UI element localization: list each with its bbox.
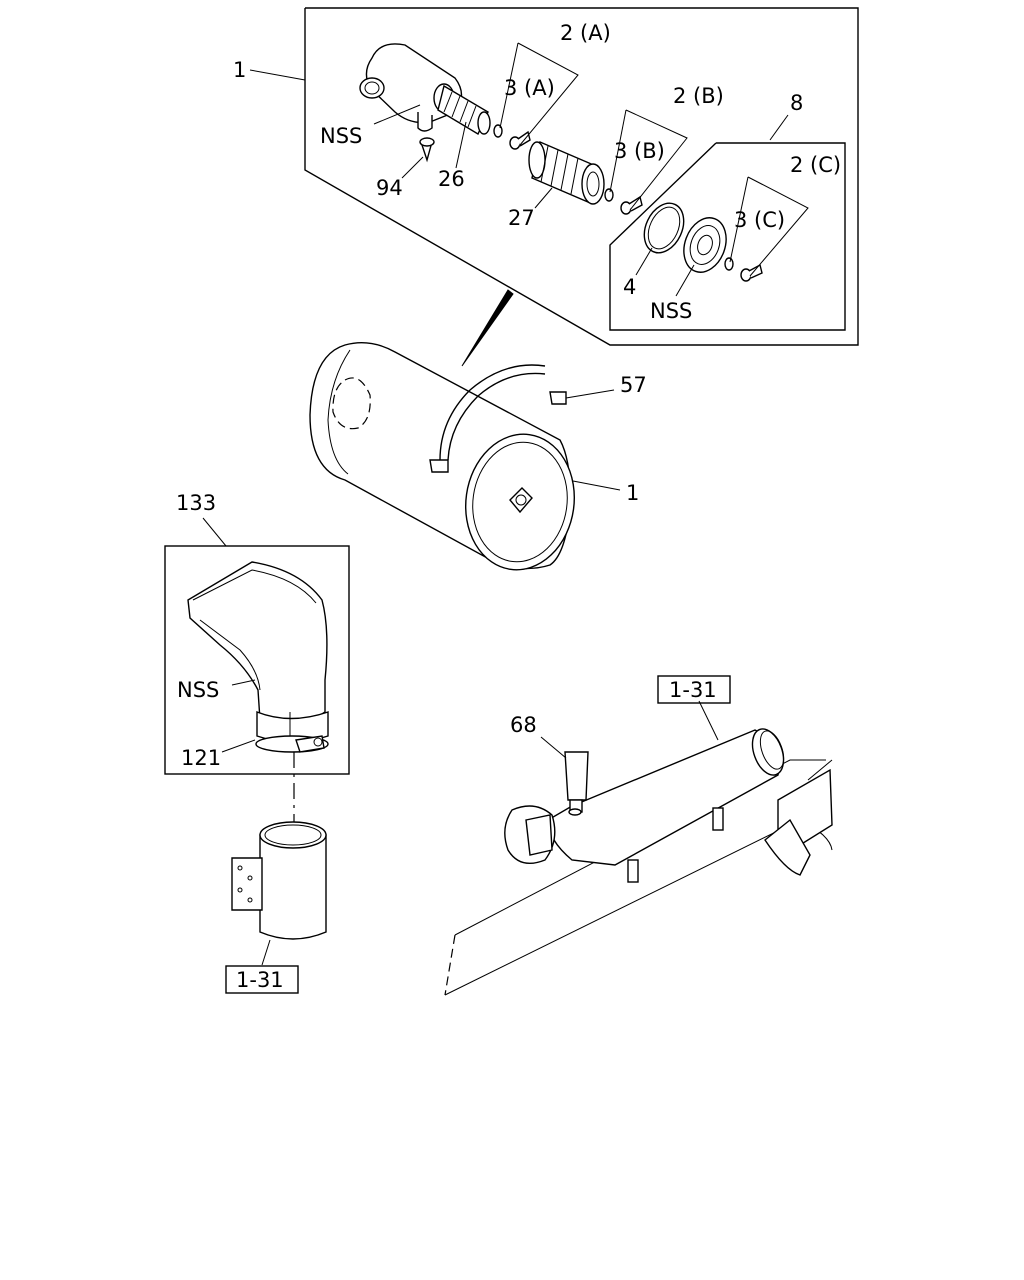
element-stem-part-26 bbox=[437, 84, 491, 136]
ref-box-1-31-right bbox=[657, 675, 731, 704]
label-part-27: 27 bbox=[508, 206, 535, 230]
label-nss-housing: NSS bbox=[320, 124, 362, 148]
label-part-3b: 3 (B) bbox=[614, 139, 665, 163]
dust-valve-part-94 bbox=[419, 137, 435, 163]
label-part-3a: 3 (A) bbox=[504, 76, 555, 100]
label-part-26: 26 bbox=[438, 167, 465, 191]
label-ref-1-31-bottom: 1-31 bbox=[236, 968, 284, 992]
detail-callout-pointer bbox=[461, 289, 514, 367]
wing-nut-2c bbox=[740, 263, 763, 282]
label-part-133: 133 bbox=[176, 491, 216, 515]
label-nss-elbow: NSS bbox=[177, 678, 219, 702]
label-part-57: 57 bbox=[620, 373, 647, 397]
label-part-8: 8 bbox=[790, 91, 803, 115]
label-nss-cover: NSS bbox=[650, 299, 692, 323]
label-part-68: 68 bbox=[510, 713, 537, 737]
label-part-1-top: 1 bbox=[233, 58, 246, 82]
label-ref-1-31-right: 1-31 bbox=[669, 678, 717, 702]
ref-box-1-31-bottom bbox=[225, 965, 299, 994]
intake-duct-assembly bbox=[444, 700, 833, 996]
label-part-2a: 2 (A) bbox=[560, 21, 611, 45]
label-part-94: 94 bbox=[376, 176, 403, 200]
washer-3c bbox=[724, 257, 734, 271]
washer-3b bbox=[604, 188, 614, 202]
seal-ring-part-4 bbox=[643, 202, 685, 254]
wing-nut-2a bbox=[509, 130, 531, 150]
label-part-3c: 3 (C) bbox=[734, 208, 785, 232]
mounting-band-part-57 bbox=[429, 364, 615, 473]
intake-pipe-bottom bbox=[231, 821, 327, 966]
end-cover-disc bbox=[683, 217, 727, 273]
label-part-1-main: 1 bbox=[626, 481, 639, 505]
detail-leader-lines bbox=[249, 42, 809, 297]
inner-filter-element-part-27 bbox=[528, 141, 605, 205]
label-part-121: 121 bbox=[181, 746, 221, 770]
leader-1-main bbox=[572, 480, 621, 491]
detail-box-intake-elbow bbox=[164, 517, 350, 775]
washer-3a bbox=[493, 124, 503, 138]
label-part-4: 4 bbox=[623, 275, 636, 299]
detail-box-air-cleaner-element bbox=[249, 7, 859, 346]
label-part-2c: 2 (C) bbox=[790, 153, 841, 177]
label-part-2b: 2 (B) bbox=[673, 84, 724, 108]
